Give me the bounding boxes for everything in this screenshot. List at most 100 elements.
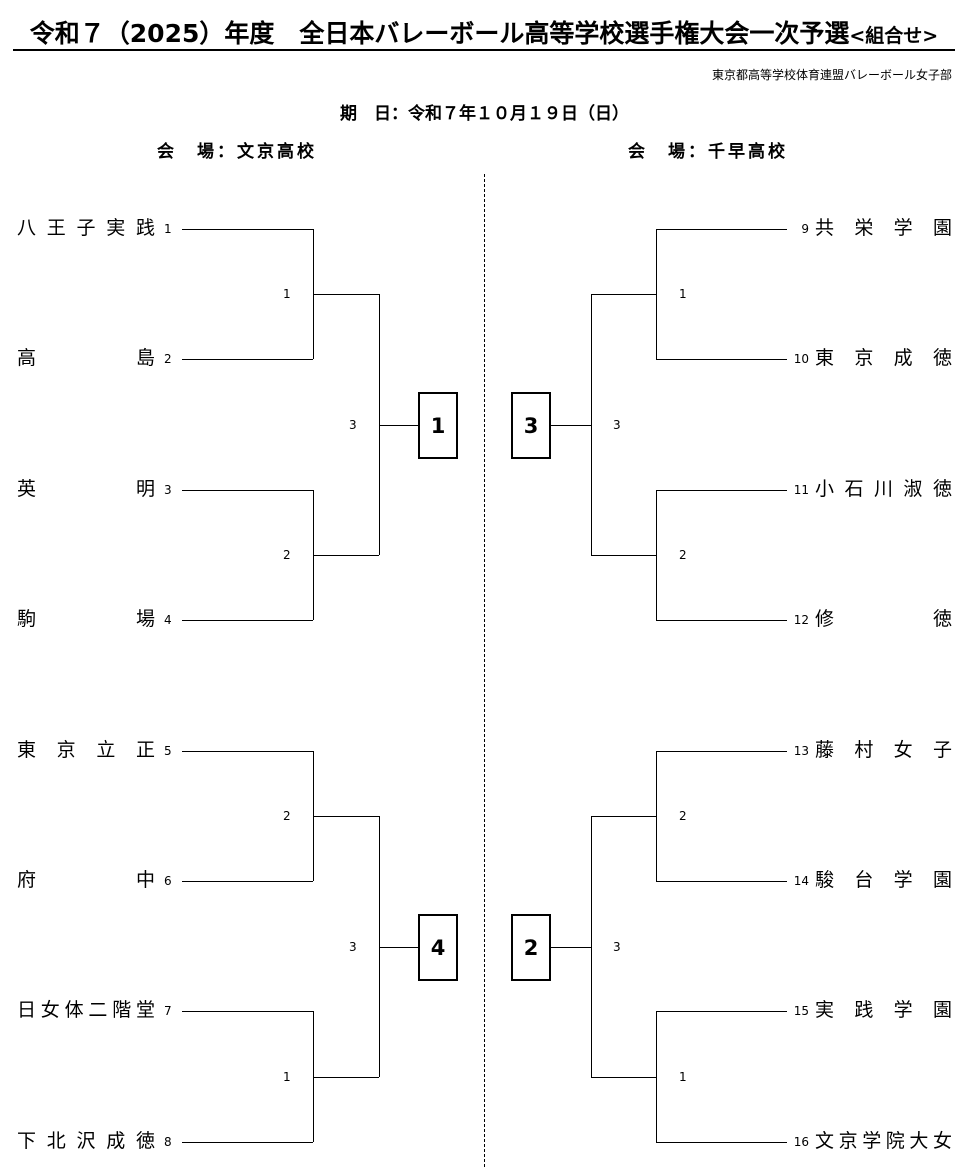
team-name-char: 子 — [932, 739, 952, 761]
bracket-line — [379, 816, 380, 1077]
team-name-char: 藤 — [815, 739, 835, 761]
team-name-char: 実 — [815, 999, 835, 1021]
team-name: 日女体二階堂 — [17, 998, 155, 1022]
bracket-line — [182, 1142, 313, 1143]
team-name: 八王子実践 — [17, 216, 155, 240]
team-name-char: 駿 — [815, 869, 835, 891]
team-name-char: 島 — [135, 347, 155, 369]
team-seed: 16 — [793, 1135, 809, 1149]
bracket-line — [656, 1142, 787, 1143]
block-number-box: 3 — [511, 392, 551, 459]
team-name: 藤村女子 — [815, 738, 952, 762]
team-name-char: 小 — [815, 478, 835, 500]
team-seed: 9 — [801, 222, 809, 236]
team-name-char: 中 — [135, 869, 155, 891]
team-name: 府中 — [17, 868, 155, 892]
block-number-box: 1 — [418, 392, 458, 459]
team-name-char: 階 — [112, 999, 132, 1021]
team-name-char: 学 — [893, 869, 913, 891]
court-number: 1 — [679, 287, 687, 301]
bracket-line — [313, 555, 379, 556]
bracket-line — [656, 751, 787, 752]
team-name-char: 大 — [909, 1130, 929, 1152]
page-title: 令和７（2025）年度 全日本バレーボール高等学校選手権大会一次予選<組合せ> — [13, 14, 955, 50]
team-seed: 11 — [793, 483, 809, 497]
bracket-line — [551, 425, 591, 426]
team-name: 修徳 — [815, 607, 952, 631]
team-seed: 10 — [793, 352, 809, 366]
team-name-char: 女 — [932, 1130, 952, 1152]
team-name-char: 下 — [17, 1130, 37, 1152]
team-name-char: 共 — [815, 217, 835, 239]
team-name-char: 京 — [854, 347, 874, 369]
bracket-line — [182, 1011, 313, 1012]
bracket-line — [656, 229, 657, 359]
title-underline — [13, 49, 955, 51]
team-name: 東京立正 — [17, 738, 155, 762]
team-seed: 3 — [164, 483, 172, 497]
team-name-char: 京 — [56, 739, 76, 761]
bracket-line — [591, 555, 656, 556]
team-name-char: 英 — [17, 478, 37, 500]
team-name-char: 八 — [17, 217, 37, 239]
team-name-char: 文 — [815, 1130, 835, 1152]
team-name-char: 修 — [815, 608, 835, 630]
team-seed: 14 — [793, 874, 809, 888]
team-name-char: 子 — [76, 217, 96, 239]
team-seed: 6 — [164, 874, 172, 888]
team-name-char: 徳 — [932, 608, 952, 630]
team-name-char: 院 — [885, 1130, 905, 1152]
bracket-line — [591, 816, 656, 817]
team-name-char: 駒 — [17, 608, 37, 630]
team-seed: 4 — [164, 613, 172, 627]
team-name-char: 川 — [873, 478, 893, 500]
bracket-line — [656, 359, 787, 360]
team-name-char: 園 — [932, 217, 952, 239]
court-number: 2 — [283, 809, 291, 823]
bracket-line — [182, 229, 313, 230]
team-name-char: 村 — [854, 739, 874, 761]
bracket-line — [182, 881, 313, 882]
bracket-line — [591, 1077, 656, 1078]
team-name-char: 正 — [135, 739, 155, 761]
bracket-line — [379, 425, 418, 426]
bracket-line — [182, 359, 313, 360]
court-number: 3 — [349, 418, 357, 432]
team-name-char: 府 — [17, 869, 37, 891]
team-name: 高島 — [17, 346, 155, 370]
team-name: 文京学院大女 — [815, 1129, 952, 1153]
bracket-line — [182, 751, 313, 752]
team-name: 東京成徳 — [815, 346, 952, 370]
block-number-box: 4 — [418, 914, 458, 981]
team-name: 駒場 — [17, 607, 155, 631]
team-name-char: 明 — [135, 478, 155, 500]
team-name-char: 女 — [893, 739, 913, 761]
venue-right: 会 場：千早高校 — [628, 142, 788, 162]
team-name-char: 堂 — [135, 999, 155, 1021]
team-name-char: 成 — [106, 1130, 126, 1152]
team-name-char: 徳 — [932, 478, 952, 500]
team-name: 小石川淑徳 — [815, 477, 952, 501]
team-name-char: 東 — [815, 347, 835, 369]
team-name-char: 栄 — [854, 217, 874, 239]
title-main: 令和７（2025）年度 全日本バレーボール高等学校選手権大会一次予選 — [29, 19, 850, 48]
team-seed: 13 — [793, 744, 809, 758]
bracket-line — [182, 620, 313, 621]
block-number-box: 2 — [511, 914, 551, 981]
team-name-char: 徳 — [135, 1130, 155, 1152]
bracket-line — [313, 816, 379, 817]
team-name-char: 淑 — [903, 478, 923, 500]
team-seed: 7 — [164, 1004, 172, 1018]
team-name-char: 東 — [17, 739, 37, 761]
bracket-line — [379, 294, 380, 555]
team-seed: 15 — [793, 1004, 809, 1018]
team-name: 駿台学園 — [815, 868, 952, 892]
team-name-char: 高 — [17, 347, 37, 369]
team-name-char: 立 — [96, 739, 116, 761]
team-name-char: 沢 — [76, 1130, 96, 1152]
team-name-char: 学 — [893, 217, 913, 239]
team-name-char: 徳 — [932, 347, 952, 369]
bracket-line — [379, 947, 418, 948]
court-number: 1 — [283, 1070, 291, 1084]
bracket-line — [551, 947, 591, 948]
